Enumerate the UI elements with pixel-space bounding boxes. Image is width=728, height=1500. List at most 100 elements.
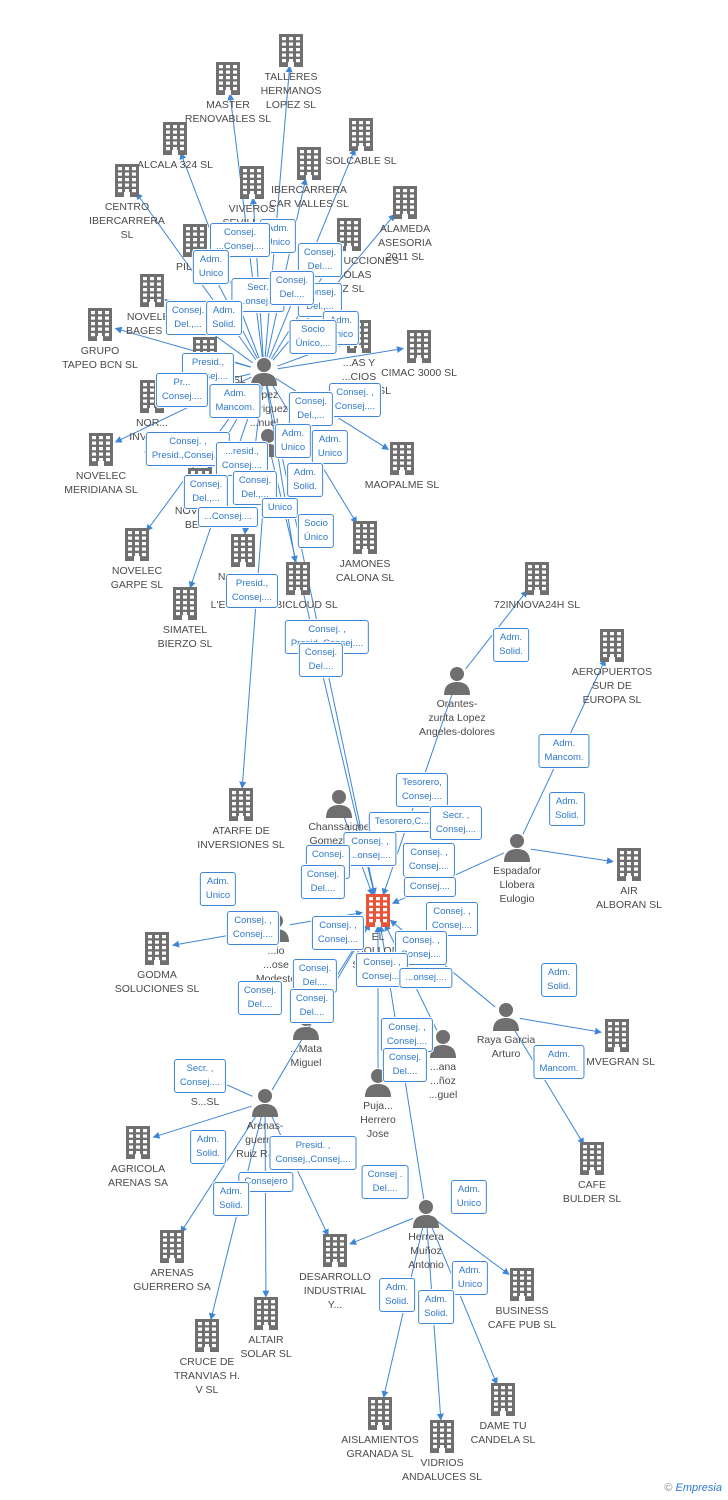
company-node-cruce[interactable]: CRUCE DE TRANVIAS H. V SL	[147, 1317, 267, 1397]
relation-label[interactable]: Adm. Solid.	[379, 1278, 415, 1312]
relation-label[interactable]: Adm. Unico	[199, 872, 237, 906]
relation-label[interactable]: Presid. , Consej.,Consej....	[269, 1136, 357, 1170]
relation-label[interactable]: Pr... Consej....	[155, 373, 209, 407]
relation-label[interactable]: Adm. Mancom.	[209, 384, 261, 418]
person-node-pujalte[interactable]: Puja... Herrero Jose	[318, 1067, 438, 1141]
relation-label[interactable]: Consej. Del....	[382, 1048, 428, 1082]
relation-label[interactable]: Adm. Solid.	[549, 792, 585, 826]
company-node-cafebulder[interactable]: CAFE BULDER SL	[532, 1140, 652, 1206]
relation-label[interactable]: Adm. Solid.	[493, 628, 529, 662]
relation-label[interactable]: Consej. Del....	[292, 959, 338, 993]
relation-label[interactable]: Consej. Del....	[300, 865, 346, 899]
person-node-espadafor[interactable]: Espadafor Llobera Eulogio	[457, 832, 577, 906]
person-node-munozmiguel[interactable]: ...ana ...ñoz ...guel	[383, 1028, 503, 1102]
company-node-master[interactable]: MASTER RENOVABLES SL	[168, 60, 288, 126]
relation-label[interactable]: Consej. , ...onsej....	[343, 832, 397, 866]
relation-label[interactable]: Adm. Solid.	[541, 963, 577, 997]
company-node-grupotapeo[interactable]: GRUPO TAPEO BCN SL	[40, 306, 160, 372]
building-icon	[115, 164, 139, 197]
relation-label[interactable]: Consej. Del....	[289, 989, 335, 1023]
relation-label[interactable]: Adm. Mancom.	[538, 734, 590, 768]
relation-label[interactable]: Adm. Unico	[274, 424, 312, 458]
company-node-ibervalles[interactable]: IBERCARRERA CAR VALLES SL	[249, 145, 369, 211]
company-node-jamones[interactable]: JAMONES CALONA SL	[305, 519, 425, 585]
company-node-godma[interactable]: GODMA SOLUCIONES SL	[97, 930, 217, 996]
company-node-mobicloud[interactable]: MOBICLOUD SL	[238, 560, 358, 612]
relation-label[interactable]: Consej. , Consej....	[328, 383, 382, 417]
relation-label[interactable]: ...onsej....	[399, 968, 453, 988]
relation-label[interactable]: Adm. Mancom.	[533, 1045, 585, 1079]
company-node-novelecbages[interactable]: NOVELEC BAGES SL	[92, 272, 212, 338]
relation-label[interactable]: Secr. , Consej....	[173, 1059, 227, 1093]
relation-label[interactable]: Consej. , Consej....	[402, 843, 456, 877]
relation-label[interactable]: Adm. Solid.	[287, 463, 323, 497]
relation-label[interactable]: Adm. Unico	[192, 250, 230, 284]
company-node-cimac[interactable]: CIMAC 3000 SL	[359, 328, 479, 380]
company-node-businesscafe[interactable]: BUSINESS CAFE PUB SL	[462, 1266, 582, 1332]
building-icon	[337, 218, 361, 251]
relation-label[interactable]: Consej. Del.,...	[288, 392, 334, 426]
relation-label[interactable]: Unico	[261, 498, 299, 518]
company-node-desarrollo[interactable]: DESARROLLO INDUSTRIAL Y...	[275, 1232, 395, 1312]
company-node-maopalme[interactable]: MAOPALME SL	[342, 440, 462, 492]
building-icon	[525, 562, 549, 595]
relation-label[interactable]: Consej . Del....	[361, 1165, 409, 1199]
relation-label[interactable]: Consej. Del.,...	[165, 301, 211, 335]
company-node-novelecgarpe[interactable]: NOVELEC GARPE SL	[77, 526, 197, 592]
company-node-simatel[interactable]: SIMATEL BIERZO SL	[125, 585, 245, 651]
company-node-construcciones[interactable]: CONSTRUCCIONES ...GOLAS ...Z SL	[289, 216, 409, 296]
relation-label[interactable]: Adm. Unico	[450, 1180, 488, 1214]
relation-label[interactable]: ...Consej....	[197, 507, 259, 527]
relation-label[interactable]: Adm. Unico	[451, 1261, 489, 1295]
company-node-emvegran[interactable]: EMVEGRAN SL	[557, 1017, 677, 1069]
company-node-dametu[interactable]: DAME TU CANDELA SL	[443, 1381, 563, 1447]
person-node-orantes[interactable]: Orantes- zurita Lopez Angeles-dolores	[397, 665, 517, 739]
relation-label[interactable]: Adm. Solid.	[418, 1290, 454, 1324]
relation-label[interactable]: Consej. Del.,...	[183, 475, 229, 509]
relation-label[interactable]: Adm. Solid.	[190, 1130, 226, 1164]
relation-label[interactable]: Secr. , Consej....	[429, 806, 483, 840]
person-node-herrera[interactable]: Herrera Muñoz Antonio	[366, 1198, 486, 1272]
company-node-centro[interactable]: CENTRO IBERCARRERA SL	[67, 162, 187, 242]
node-label: Espadafor Llobera Eulogio	[493, 865, 541, 905]
relation-label[interactable]: Consej....	[403, 877, 457, 897]
relation-label[interactable]: Consej. Del....	[269, 271, 315, 305]
relation-label[interactable]: Adm. Unico	[311, 430, 349, 464]
company-node-72innova[interactable]: 72INNOVA24H SL	[477, 560, 597, 612]
company-node-alcala[interactable]: ALCALA 324 SL	[115, 120, 235, 172]
relation-label[interactable]: Socio Único,...	[289, 320, 337, 354]
relation-label[interactable]: Tesorero,C...	[368, 812, 436, 832]
company-node-novelecmer[interactable]: NOVELEC MERIDIANA SL	[41, 431, 161, 497]
company-node-arenasguerrero[interactable]: ARENAS GUERRERO SA	[112, 1228, 232, 1294]
relation-label[interactable]: Consej. Del....	[298, 643, 344, 677]
relation-label[interactable]: Presid., Consej....	[181, 353, 235, 387]
company-node-vidrios[interactable]: VIDRIOS ANDALUCES SL	[382, 1418, 502, 1484]
relation-label[interactable]: Consej. Del....	[237, 981, 283, 1015]
relation-label[interactable]: Consej. , Consej....	[311, 916, 365, 950]
company-node-alameda[interactable]: ALAMEDA ASESORIA 2011 SL	[345, 184, 465, 264]
relation-label[interactable]: Consej. , Consej....	[226, 911, 280, 945]
relation-label[interactable]: Adm. Solid.	[213, 1182, 249, 1216]
company-node-aeropuertos[interactable]: AEROPUERTOS SUR DE EUROPA SL	[552, 627, 672, 707]
person-node-rayagarcia[interactable]: Raya Garcia Arturo	[446, 1001, 566, 1061]
relation-label[interactable]: Socio Único	[297, 514, 335, 548]
relation-label[interactable]: Consej. , Consej....	[425, 902, 479, 936]
relation-label[interactable]: Consej. , Consej....	[380, 1018, 434, 1052]
relation-label[interactable]: Tesorero, Consej....	[395, 773, 449, 807]
company-node-agricola[interactable]: AGRICOLA ARENAS SA	[78, 1124, 198, 1190]
company-node-altair[interactable]: ALTAIR SOLAR SL	[206, 1295, 326, 1361]
relation-label[interactable]: ...resid., Consej....	[215, 442, 269, 476]
relation-label[interactable]: Presid., Consej....	[225, 574, 279, 608]
relation-label[interactable]: Adm. Solid.	[206, 301, 242, 335]
person-node-lopezrod[interactable]: Lopez Rodriguez ...nuel	[204, 356, 324, 430]
person-icon	[252, 1089, 278, 1117]
company-node-airalboran[interactable]: AIR ALBORAN SL	[569, 846, 689, 912]
relation-label[interactable]: Consej. Del.,...	[232, 471, 278, 505]
relation-label[interactable]: Consej. Del....	[297, 243, 343, 277]
company-node-solcable[interactable]: SOLCABLE SL	[301, 116, 421, 168]
company-node-atarfe[interactable]: ATARFE DE INVERSIONES SL	[181, 786, 301, 852]
person-node-chanssaigne[interactable]: Chanssaigne Gomez Jose David	[279, 788, 399, 862]
relation-label[interactable]: Consej. , Consej....	[355, 953, 409, 987]
company-node-talleres[interactable]: TALLERES HERMANOS LOPEZ SL	[231, 32, 351, 112]
company-node-aislamientos[interactable]: AISLAMIENTOS GRANADA SL	[320, 1395, 440, 1461]
